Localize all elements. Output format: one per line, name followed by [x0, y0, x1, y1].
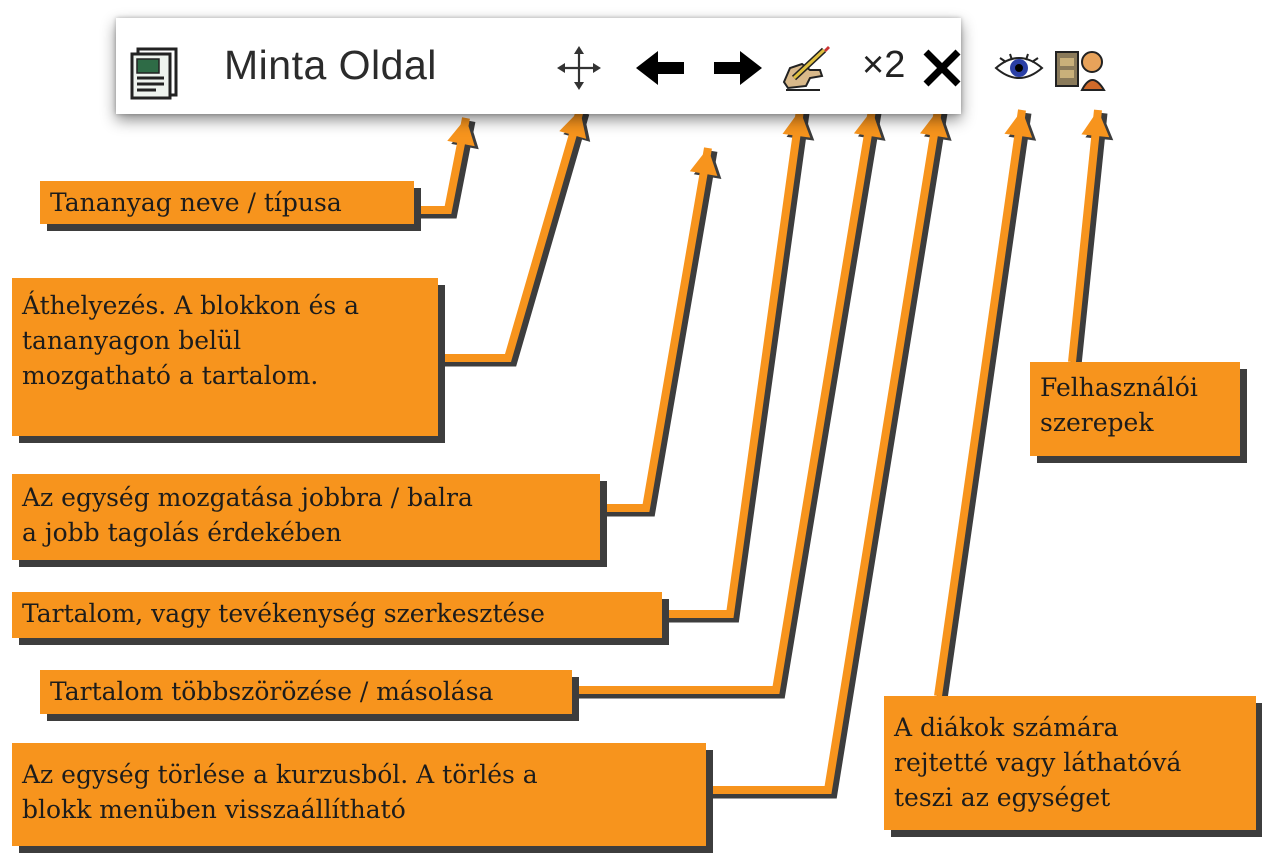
callout-visibility: A diákok számára rejtetté vagy láthatóvá… — [884, 696, 1256, 830]
callout-name-type: Tananyag neve / típusa — [40, 181, 414, 224]
callout-edit: Tartalom, vagy tevékenység szerkesztése — [12, 592, 662, 638]
arrow-right-icon[interactable] — [712, 48, 764, 88]
callout-move: Áthelyezés. A blokkon és a tananyagon be… — [12, 278, 438, 436]
visibility-eye-icon[interactable] — [994, 50, 1044, 86]
toolbar-title: Minta Oldal — [224, 42, 437, 88]
callout-indent: Az egység mozgatása jobbra / balra a job… — [12, 474, 600, 560]
arrow-delete — [706, 109, 952, 799]
callout-duplicate: Tartalom többszörözése / másolása — [40, 670, 572, 714]
arrow-name-type — [414, 117, 479, 219]
toolbar: Minta Oldal — [116, 18, 1106, 114]
arrow-left-icon[interactable] — [634, 48, 686, 88]
delete-icon[interactable] — [920, 46, 964, 90]
edit-icon[interactable] — [780, 44, 832, 92]
duplicate-icon[interactable]: ×2 — [862, 44, 906, 86]
move-icon[interactable] — [556, 45, 602, 91]
document-icon — [126, 44, 182, 100]
arrow-move — [438, 108, 591, 367]
callout-delete: Az egység törlése a kurzusból. A törlés … — [12, 743, 706, 846]
arrow-duplicate — [572, 109, 886, 699]
arrow-edit — [662, 109, 815, 623]
arrow-visibility — [934, 109, 1037, 700]
arrow-indent — [600, 147, 722, 517]
user-roles-icon[interactable] — [1054, 44, 1108, 92]
arrow-roles — [1068, 109, 1114, 366]
callout-roles: Felhasználói szerepek — [1030, 362, 1240, 456]
